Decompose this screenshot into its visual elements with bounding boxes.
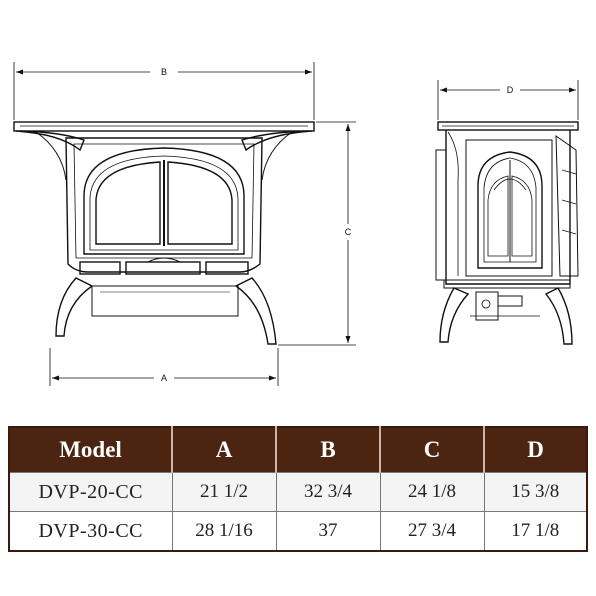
- cell-model: DVP-30-CC: [9, 511, 172, 551]
- cell-d: 15 3/8: [483, 472, 587, 512]
- header-c: C: [379, 427, 484, 473]
- cell-b: 37: [275, 511, 380, 551]
- dimension-b-label: B: [161, 67, 167, 77]
- header-d: D: [483, 427, 587, 473]
- cell-model: DVP-20-CC: [9, 472, 172, 512]
- cell-b: 32 3/4: [275, 472, 380, 512]
- dimension-a-label: A: [161, 373, 167, 383]
- side-view-stove: [435, 121, 579, 345]
- header-b: B: [275, 427, 380, 473]
- cell-a: 21 1/2: [171, 472, 276, 512]
- front-view-stove: [13, 121, 315, 345]
- cell-d: 17 1/8: [483, 511, 587, 551]
- header-a: A: [171, 427, 276, 473]
- stove-dimension-drawing: B A C: [13, 62, 579, 386]
- dimension-c: [278, 121, 356, 346]
- dimension-d: [437, 80, 579, 120]
- dimension-b: [13, 62, 315, 120]
- header-model: Model: [9, 427, 172, 473]
- dimension-a: [49, 348, 279, 386]
- table-row: DVP-30-CC 28 1/16 37 27 3/4 17 1/8: [9, 511, 587, 551]
- cell-a: 28 1/16: [171, 511, 276, 551]
- table-header-row: Model A B C D: [9, 427, 587, 473]
- cell-c: 27 3/4: [379, 511, 484, 551]
- table-row: DVP-20-CC 21 1/2 32 3/4 24 1/8 15 3/8: [9, 472, 587, 512]
- dimension-d-label: D: [507, 85, 514, 95]
- cell-c: 24 1/8: [379, 472, 484, 512]
- spec-table: Model A B C D DVP-20-CC 21 1/2 32 3/4 24…: [8, 426, 588, 552]
- dimension-c-label: C: [345, 227, 352, 237]
